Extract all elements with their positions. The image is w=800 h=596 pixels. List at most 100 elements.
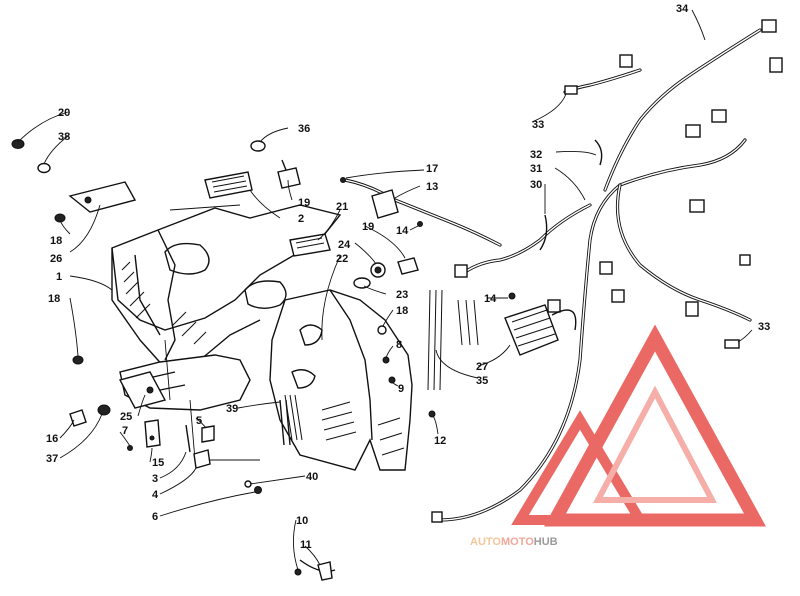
terminal-part-33a — [564, 85, 578, 95]
callout-20: 18 — [396, 305, 408, 317]
screw-part-18b — [72, 355, 84, 365]
wire-part-32 — [594, 139, 603, 166]
connector-d — [711, 109, 727, 123]
callout-38: 38 — [58, 131, 70, 143]
screw-part-18a — [54, 213, 66, 223]
washer-part-36 — [250, 140, 266, 152]
callout-27: 25 — [120, 411, 132, 423]
callout-4: 4 — [152, 489, 159, 501]
callout-33-right: 33 — [758, 321, 770, 333]
callout-11: 11 — [300, 539, 312, 551]
connector-i — [739, 254, 751, 266]
callout-7: 7 — [122, 425, 128, 437]
screw-part-6 — [254, 486, 262, 494]
terminal-part-33b — [724, 339, 740, 349]
callout-29: 27 — [476, 361, 488, 373]
callout-2: 2 — [298, 213, 304, 225]
callout-24: 22 — [336, 253, 348, 265]
callout-23: 21 — [336, 201, 348, 213]
sender-part-19 — [397, 257, 419, 275]
callout-18-top: 18 — [50, 235, 62, 247]
callout-9: 9 — [398, 383, 404, 395]
callout-19: 19 — [362, 221, 374, 233]
callout-37: 37 — [46, 453, 58, 465]
console-panel-assembly — [111, 204, 413, 471]
bracket-part-28 — [68, 181, 137, 213]
connector-b — [769, 57, 783, 73]
callout-1: 1 — [56, 271, 62, 283]
connector-e — [689, 199, 705, 213]
callout-39: 39 — [226, 403, 238, 415]
callout-6: 6 — [152, 511, 158, 523]
decal-part-2 — [204, 171, 253, 199]
watermark-triangle-logo — [511, 324, 766, 527]
connector-a — [619, 54, 633, 68]
callout-10: 10 — [296, 515, 308, 527]
pin-part-3 — [185, 424, 191, 453]
callout-15: 15 — [152, 457, 164, 469]
screw-part-17 — [340, 177, 346, 183]
callout-26: 24 — [338, 239, 351, 251]
callout-28: 26 — [50, 253, 62, 265]
callout-22: 20 — [58, 107, 70, 119]
leader-lines — [17, 9, 753, 571]
watermark-text: AUTOMOTOHUB — [470, 536, 558, 548]
callout-34: 34 — [676, 3, 689, 15]
plug-part-20 — [377, 325, 387, 335]
callout-35: 35 — [476, 375, 488, 387]
callout-33-left: 33 — [532, 119, 544, 131]
connector-g — [611, 289, 625, 303]
watermark-wordmark: AUTOMOTOHUB — [470, 536, 558, 548]
watermark-moto: MOTO — [501, 536, 534, 548]
callout-labels: 20 38 18 26 1 18 36 19 2 21 19 24 22 23 … — [46, 3, 770, 551]
connector-k — [454, 264, 468, 278]
plate-part-15 — [144, 419, 161, 448]
strip-part-39 — [279, 399, 291, 446]
nut-part-37 — [97, 404, 111, 416]
callout-3: 3 — [152, 473, 158, 485]
callout-13: 13 — [426, 181, 438, 193]
clip-part-5 — [201, 425, 215, 443]
regulator-part-29 — [504, 304, 559, 356]
callout-8: 8 — [396, 339, 402, 351]
callout-5: 5 — [196, 415, 202, 427]
wire-part-30 — [539, 214, 548, 251]
nut-part-22 — [11, 139, 25, 149]
nut-part-9 — [388, 376, 396, 384]
switch-part-21 — [277, 167, 301, 189]
screw-part-14b — [508, 292, 516, 300]
connector-top — [761, 19, 777, 33]
connector-bottom — [431, 511, 443, 523]
decal-part-23 — [289, 233, 331, 257]
hardware-parts — [11, 139, 436, 581]
switch-part-13 — [371, 189, 399, 219]
callout-14-mid: 14 — [484, 293, 497, 305]
callout-14-top: 14 — [396, 225, 409, 237]
watermark-auto: AUTO — [470, 536, 501, 548]
callout-12: 12 — [434, 435, 446, 447]
callout-16: 16 — [46, 433, 58, 445]
washer-part-38 — [37, 162, 51, 174]
callout-17: 17 — [426, 163, 438, 175]
rivet-part-12 — [428, 410, 436, 418]
connector-h — [685, 301, 699, 317]
callout-32: 32 — [530, 149, 542, 161]
callout-31: 31 — [530, 163, 542, 175]
callout-40: 40 — [306, 471, 318, 483]
watermark-hub: HUB — [534, 536, 558, 548]
wiring-harness — [340, 19, 783, 523]
bracket-part-27 — [118, 371, 167, 409]
callout-18-mid: 18 — [48, 293, 60, 305]
connector-f — [599, 261, 613, 275]
connector-c — [685, 124, 701, 138]
screw-part-7 — [127, 445, 133, 451]
connector-j — [547, 299, 561, 313]
clip-part-4 — [193, 449, 211, 469]
callout-30: 30 — [530, 179, 542, 191]
callout-36: 36 — [298, 123, 310, 135]
harness-connectors — [431, 19, 783, 523]
callout-21: 19 — [298, 197, 310, 209]
clip-part-11 — [317, 561, 333, 581]
grommet-part-25 — [353, 277, 371, 289]
